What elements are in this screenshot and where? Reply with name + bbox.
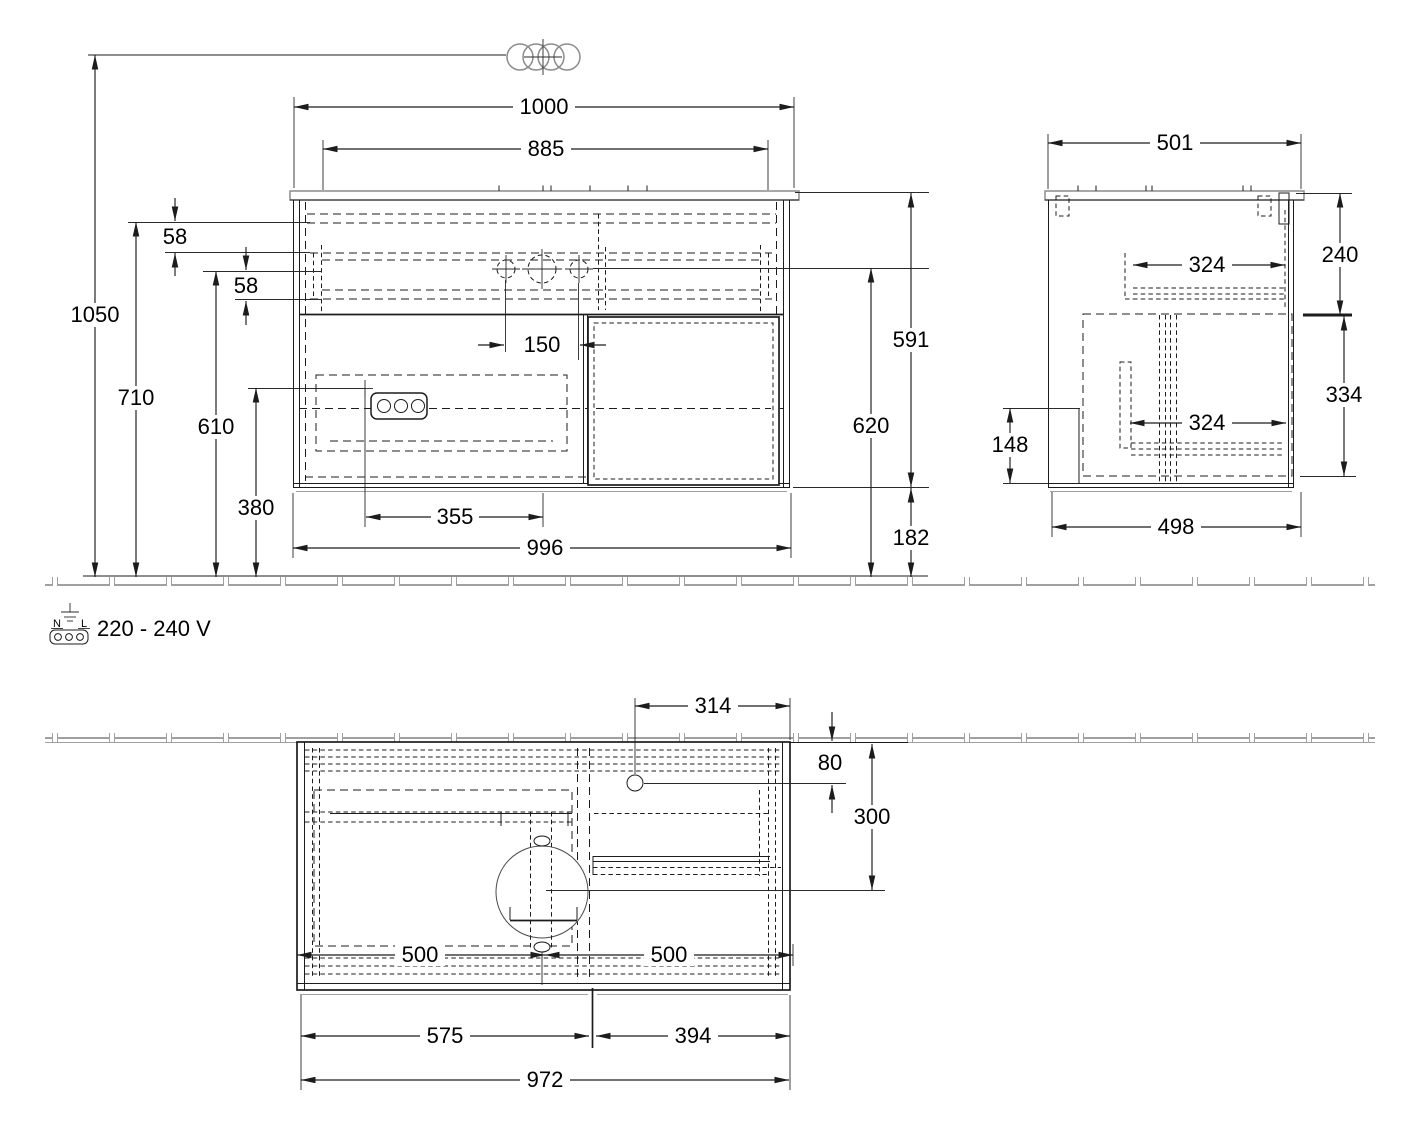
plan-view: 314 80 300 500 500 — [296, 693, 900, 1092]
dim-front-socket-offset: 355 — [366, 493, 544, 529]
side-view: 501 — [985, 130, 1372, 539]
svg-text:300: 300 — [854, 804, 891, 829]
dim-plan-carcass-width: 972 — [301, 1067, 789, 1092]
svg-text:355: 355 — [437, 504, 474, 529]
dim-side-rail-top: 324 — [1133, 252, 1285, 277]
dim-front-gap-top: 58 — [158, 198, 310, 276]
dim-front-faucet-height: 620 — [848, 268, 894, 577]
dim-front-height-top: 710 — [112, 222, 310, 577]
dim-front-floor-gap: 182 — [888, 488, 934, 577]
dim-front-hole-spacing: 150 — [478, 280, 606, 360]
dim-front-gap-mid: 58 — [229, 247, 322, 325]
svg-text:1000: 1000 — [520, 94, 569, 119]
svg-text:972: 972 — [527, 1067, 564, 1092]
power-socket — [248, 380, 428, 527]
dim-side-zone-top: 240 — [1296, 193, 1368, 317]
glass-shelf — [592, 856, 781, 875]
dim-side-rail-bottom: 324 — [1130, 410, 1286, 435]
dim-plan-hole-offset-y: 80 — [644, 712, 846, 813]
dim-front-height-socket: 380 — [232, 388, 280, 577]
svg-text:591: 591 — [893, 327, 930, 352]
wall-tiles-plan — [45, 733, 1375, 743]
svg-text:58: 58 — [163, 224, 187, 249]
dim-label: 150 — [524, 332, 561, 357]
dim-front-cabinet-height: 591 — [793, 192, 934, 488]
power-n-label: N — [53, 618, 61, 630]
svg-text:324: 324 — [1189, 252, 1226, 277]
ground-icon — [61, 603, 79, 622]
svg-text:500: 500 — [402, 942, 439, 967]
front-view: 150 1050 710 58 610 — [64, 39, 934, 577]
plug-icon — [49, 629, 89, 645]
svg-text:575: 575 — [427, 1023, 464, 1048]
dim-plan-units: 575 394 — [300, 988, 791, 1090]
svg-text:80: 80 — [818, 750, 842, 775]
svg-text:240: 240 — [1322, 242, 1359, 267]
svg-text:380: 380 — [238, 495, 275, 520]
countertop-tick-marks — [498, 185, 648, 191]
dim-side-top-depth: 501 — [1047, 130, 1302, 189]
svg-text:334: 334 — [1326, 382, 1363, 407]
power-symbol: N L 220 - 240 V — [49, 603, 211, 645]
voltage-label: 220 - 240 V — [97, 616, 211, 641]
svg-text:1050: 1050 — [71, 302, 120, 327]
dim-front-carcass-width: 996 — [292, 493, 792, 560]
svg-text:314: 314 — [695, 693, 732, 718]
dim-side-carcass-depth: 498 — [1051, 492, 1302, 539]
dim-plan-basin-center-depth: 300 — [546, 744, 900, 891]
countertop-front — [289, 190, 800, 201]
open-shelf-compartment — [587, 316, 780, 486]
dim-plan-hole-offset-x: 314 — [626, 693, 791, 792]
dim-plan-basin-centers: 500 500 — [297, 942, 794, 967]
side-carcass — [1048, 192, 1294, 492]
faucet-hole-markings — [492, 249, 593, 289]
dim-front-height-wall: 1050 — [64, 55, 126, 577]
countertop-side — [1044, 190, 1305, 201]
side-hidden-lines — [1078, 210, 1293, 483]
svg-text:996: 996 — [527, 535, 564, 560]
dim-side-recess-height: 148 — [985, 408, 1080, 484]
svg-text:58: 58 — [234, 273, 258, 298]
svg-text:394: 394 — [675, 1023, 712, 1048]
basin-drain — [495, 812, 589, 985]
dim-front-total-width: 1000 — [293, 94, 795, 188]
countertop-side-ticks — [1077, 185, 1252, 191]
svg-text:182: 182 — [893, 525, 930, 550]
dim-front-basin-width: 885 — [322, 136, 769, 190]
svg-text:324: 324 — [1189, 410, 1226, 435]
faucet-symbol-icon — [506, 39, 581, 75]
svg-text:501: 501 — [1157, 130, 1194, 155]
svg-text:148: 148 — [992, 432, 1029, 457]
svg-text:710: 710 — [118, 385, 155, 410]
svg-text:500: 500 — [651, 942, 688, 967]
floor-tiles-upper — [45, 575, 1375, 586]
dim-side-zone-bottom: 334 — [1300, 316, 1372, 477]
svg-text:620: 620 — [853, 413, 890, 438]
power-l-label: L — [81, 618, 87, 630]
svg-text:885: 885 — [528, 136, 565, 161]
plan-faucet-hole — [626, 774, 644, 792]
svg-text:498: 498 — [1158, 514, 1195, 539]
svg-text:610: 610 — [198, 414, 235, 439]
dim-front-height-mid: 610 — [192, 271, 322, 577]
